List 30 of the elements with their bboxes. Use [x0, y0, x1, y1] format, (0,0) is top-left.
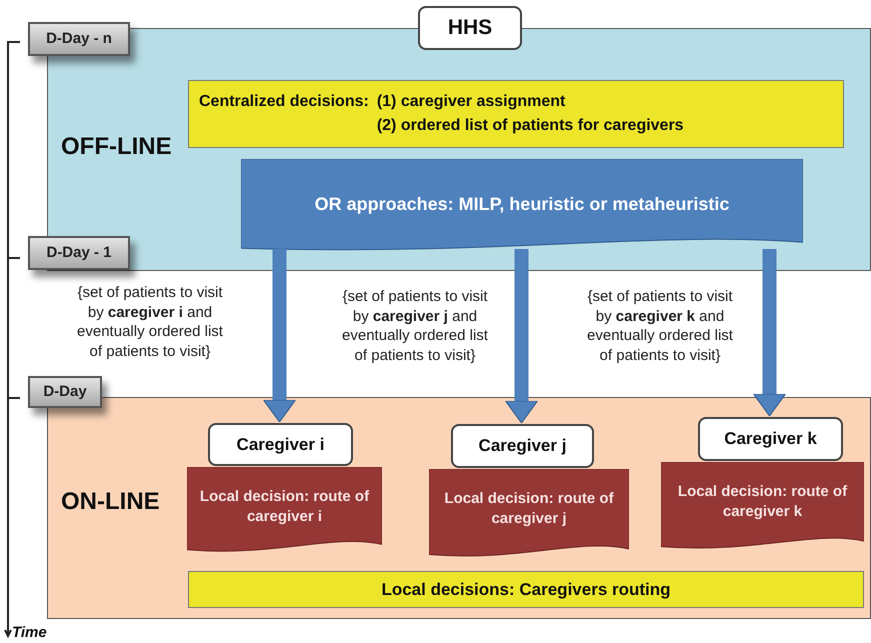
caregiver-tab — [451, 424, 594, 468]
decision-box — [188, 80, 844, 148]
box-text: Centralized decisions: — [199, 92, 369, 112]
caregiver-tab — [208, 423, 353, 466]
day-marker — [28, 376, 102, 408]
box-text: (2) ordered list of patients for caregivers — [376, 116, 685, 136]
box-text: Caregiver k — [724, 428, 817, 450]
box-text: Local decision: route of caregiver i — [198, 487, 370, 526]
organization-tab — [418, 6, 522, 50]
box-text: HHS — [448, 15, 492, 42]
arrow — [753, 249, 786, 416]
box-text: Caregiver i — [236, 434, 324, 456]
phase-title: OFF-LINE — [61, 133, 172, 160]
decision-bar — [188, 571, 864, 608]
box-text: D-Day - n — [46, 28, 112, 49]
caregiver-tab — [698, 417, 843, 461]
day-marker — [28, 236, 130, 270]
box-text: Local decisions: Caregivers routing — [381, 578, 671, 601]
box-text: D-Day - 1 — [46, 242, 112, 263]
phase-title: ON-LINE — [61, 488, 160, 515]
arrow — [263, 249, 296, 422]
box-text: Caregiver j — [478, 435, 566, 458]
arrow — [505, 249, 538, 424]
box-text: Local decision: route of caregiver j — [443, 489, 615, 528]
box-text: Local decision: route of caregiver k — [676, 482, 848, 521]
day-marker — [28, 22, 130, 56]
box-text: OR approaches: MILP, heuristic or metaheuristic — [314, 193, 730, 216]
axis-label: Time — [12, 623, 47, 643]
box-text: (1) caregiver assignment — [376, 92, 566, 112]
box-text: D-Day — [43, 382, 87, 402]
